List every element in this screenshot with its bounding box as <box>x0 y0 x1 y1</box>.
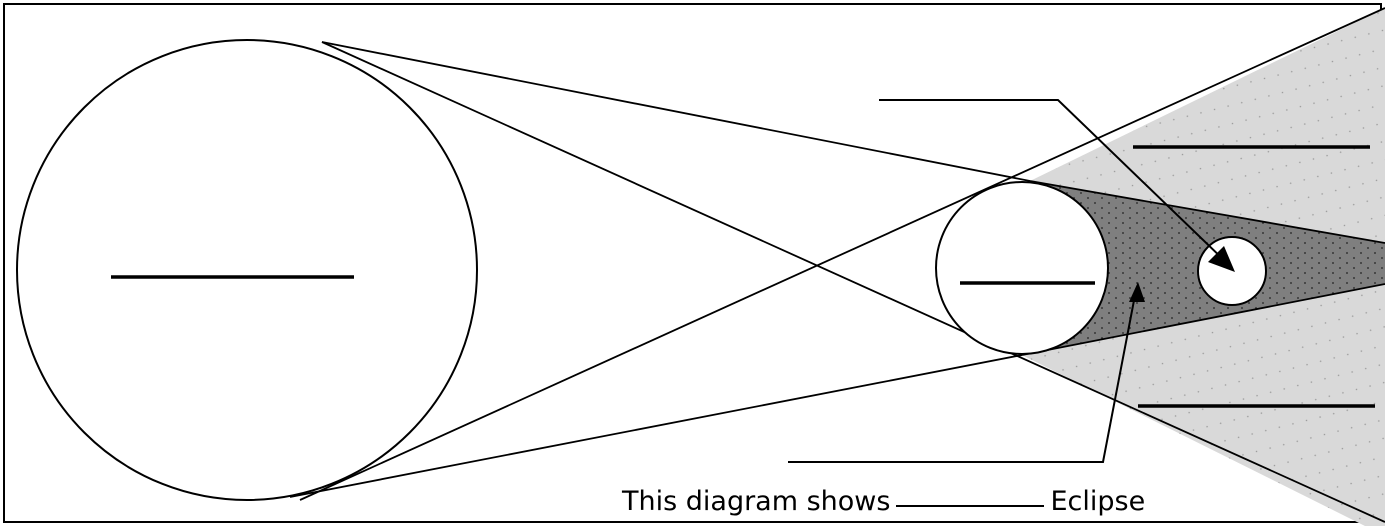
caption-prefix: This diagram shows <box>622 486 891 517</box>
moon-leader-line <box>879 99 1229 265</box>
moon-arrowhead-icon <box>1208 246 1235 272</box>
umbra-arrowhead-icon <box>1129 282 1145 302</box>
earth-circle <box>935 181 1109 355</box>
caption-suffix: Eclipse <box>1050 486 1146 517</box>
answer-blanks <box>111 145 1375 408</box>
leader-lines <box>788 99 1229 463</box>
inner-tangent-a <box>321 41 1385 523</box>
moon-circle <box>1197 236 1267 306</box>
tangent-lines <box>289 7 1385 523</box>
umbra-edge-bottom <box>1021 283 1385 356</box>
inner-tangent-b <box>299 7 1385 501</box>
umbra-edge-top <box>1029 180 1385 244</box>
umbra-leader-line <box>788 289 1137 463</box>
outer-tangent-top <box>321 41 1031 182</box>
diagram-caption: This diagram shows Eclipse <box>622 486 1145 517</box>
outer-tangent-bottom <box>289 354 1023 498</box>
sun-circle <box>16 39 478 501</box>
eclipse-type-blank[interactable] <box>896 505 1045 507</box>
